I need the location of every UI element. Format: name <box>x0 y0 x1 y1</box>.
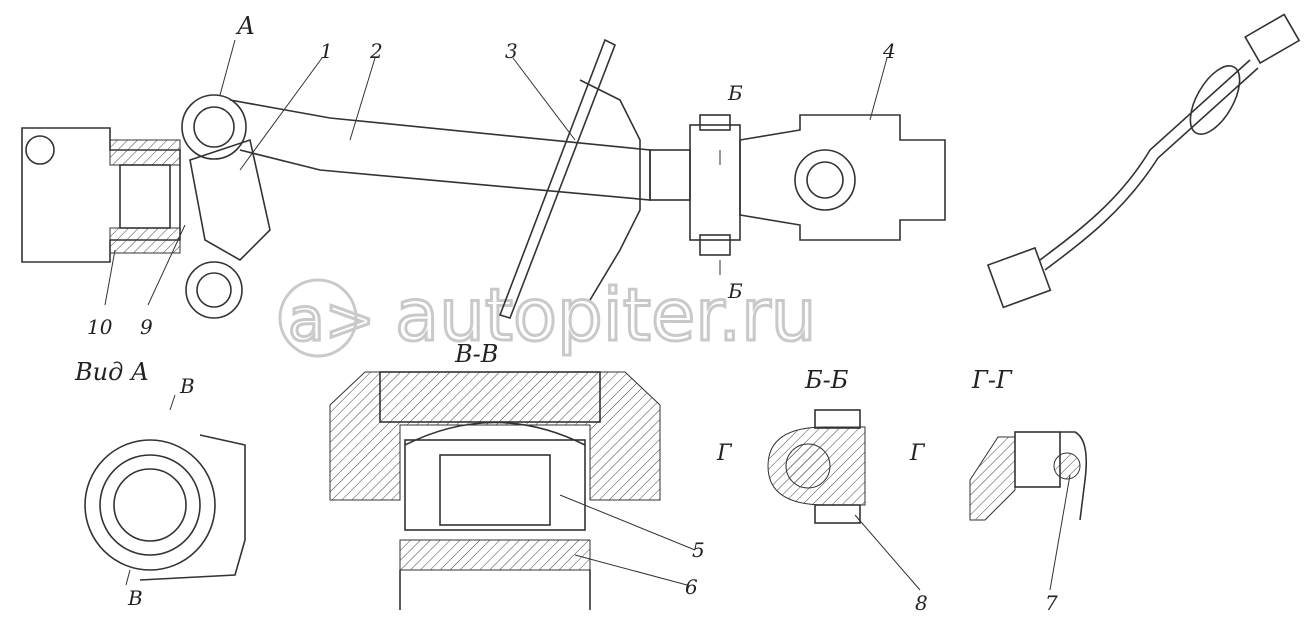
leader-lines <box>104 39 1071 591</box>
section-b-b-title: Б-Б <box>804 366 849 394</box>
section-g-g <box>969 431 1088 521</box>
callout-10: 10 <box>87 315 113 339</box>
callout-5: 5 <box>692 538 705 562</box>
label-b-top: Б <box>727 81 743 105</box>
callout-3: 3 <box>505 39 518 63</box>
callout-4: 4 <box>882 39 896 63</box>
right-universal-joint <box>739 114 946 241</box>
intermediate-shaft <box>229 38 741 319</box>
view-a <box>84 434 246 581</box>
section-v-v-title: В-В <box>454 340 498 368</box>
callout-9: 9 <box>140 315 153 339</box>
callout-6: 6 <box>685 575 698 599</box>
label-g-right: Г <box>909 441 926 466</box>
svg-text:a>: a> <box>288 285 375 355</box>
callout-1: 1 <box>320 39 333 63</box>
section-g-g-title: Г-Г <box>971 366 1013 394</box>
labels: А 1 2 3 4 Б Б 10 9 Вид А В В В-В Б-Б Г-Г… <box>74 12 1058 615</box>
left-universal-joint <box>21 94 271 319</box>
callout-2: 2 <box>369 39 383 63</box>
watermark: a> autopiter.ru <box>278 272 818 359</box>
label-v-bottom: В <box>127 586 143 610</box>
callout-8: 8 <box>915 591 928 615</box>
svg-text:autopiter.ru: autopiter.ru <box>395 273 816 357</box>
view-a-title: Вид А <box>74 358 149 386</box>
label-b-bottom: Б <box>727 279 743 303</box>
isometric-view <box>986 13 1301 309</box>
section-b-b <box>767 409 866 524</box>
label-a: А <box>235 12 255 40</box>
section-v-v <box>329 371 661 610</box>
label-g-left: Г <box>716 441 733 466</box>
callout-7: 7 <box>1045 591 1058 615</box>
label-v-top: В <box>179 374 195 398</box>
